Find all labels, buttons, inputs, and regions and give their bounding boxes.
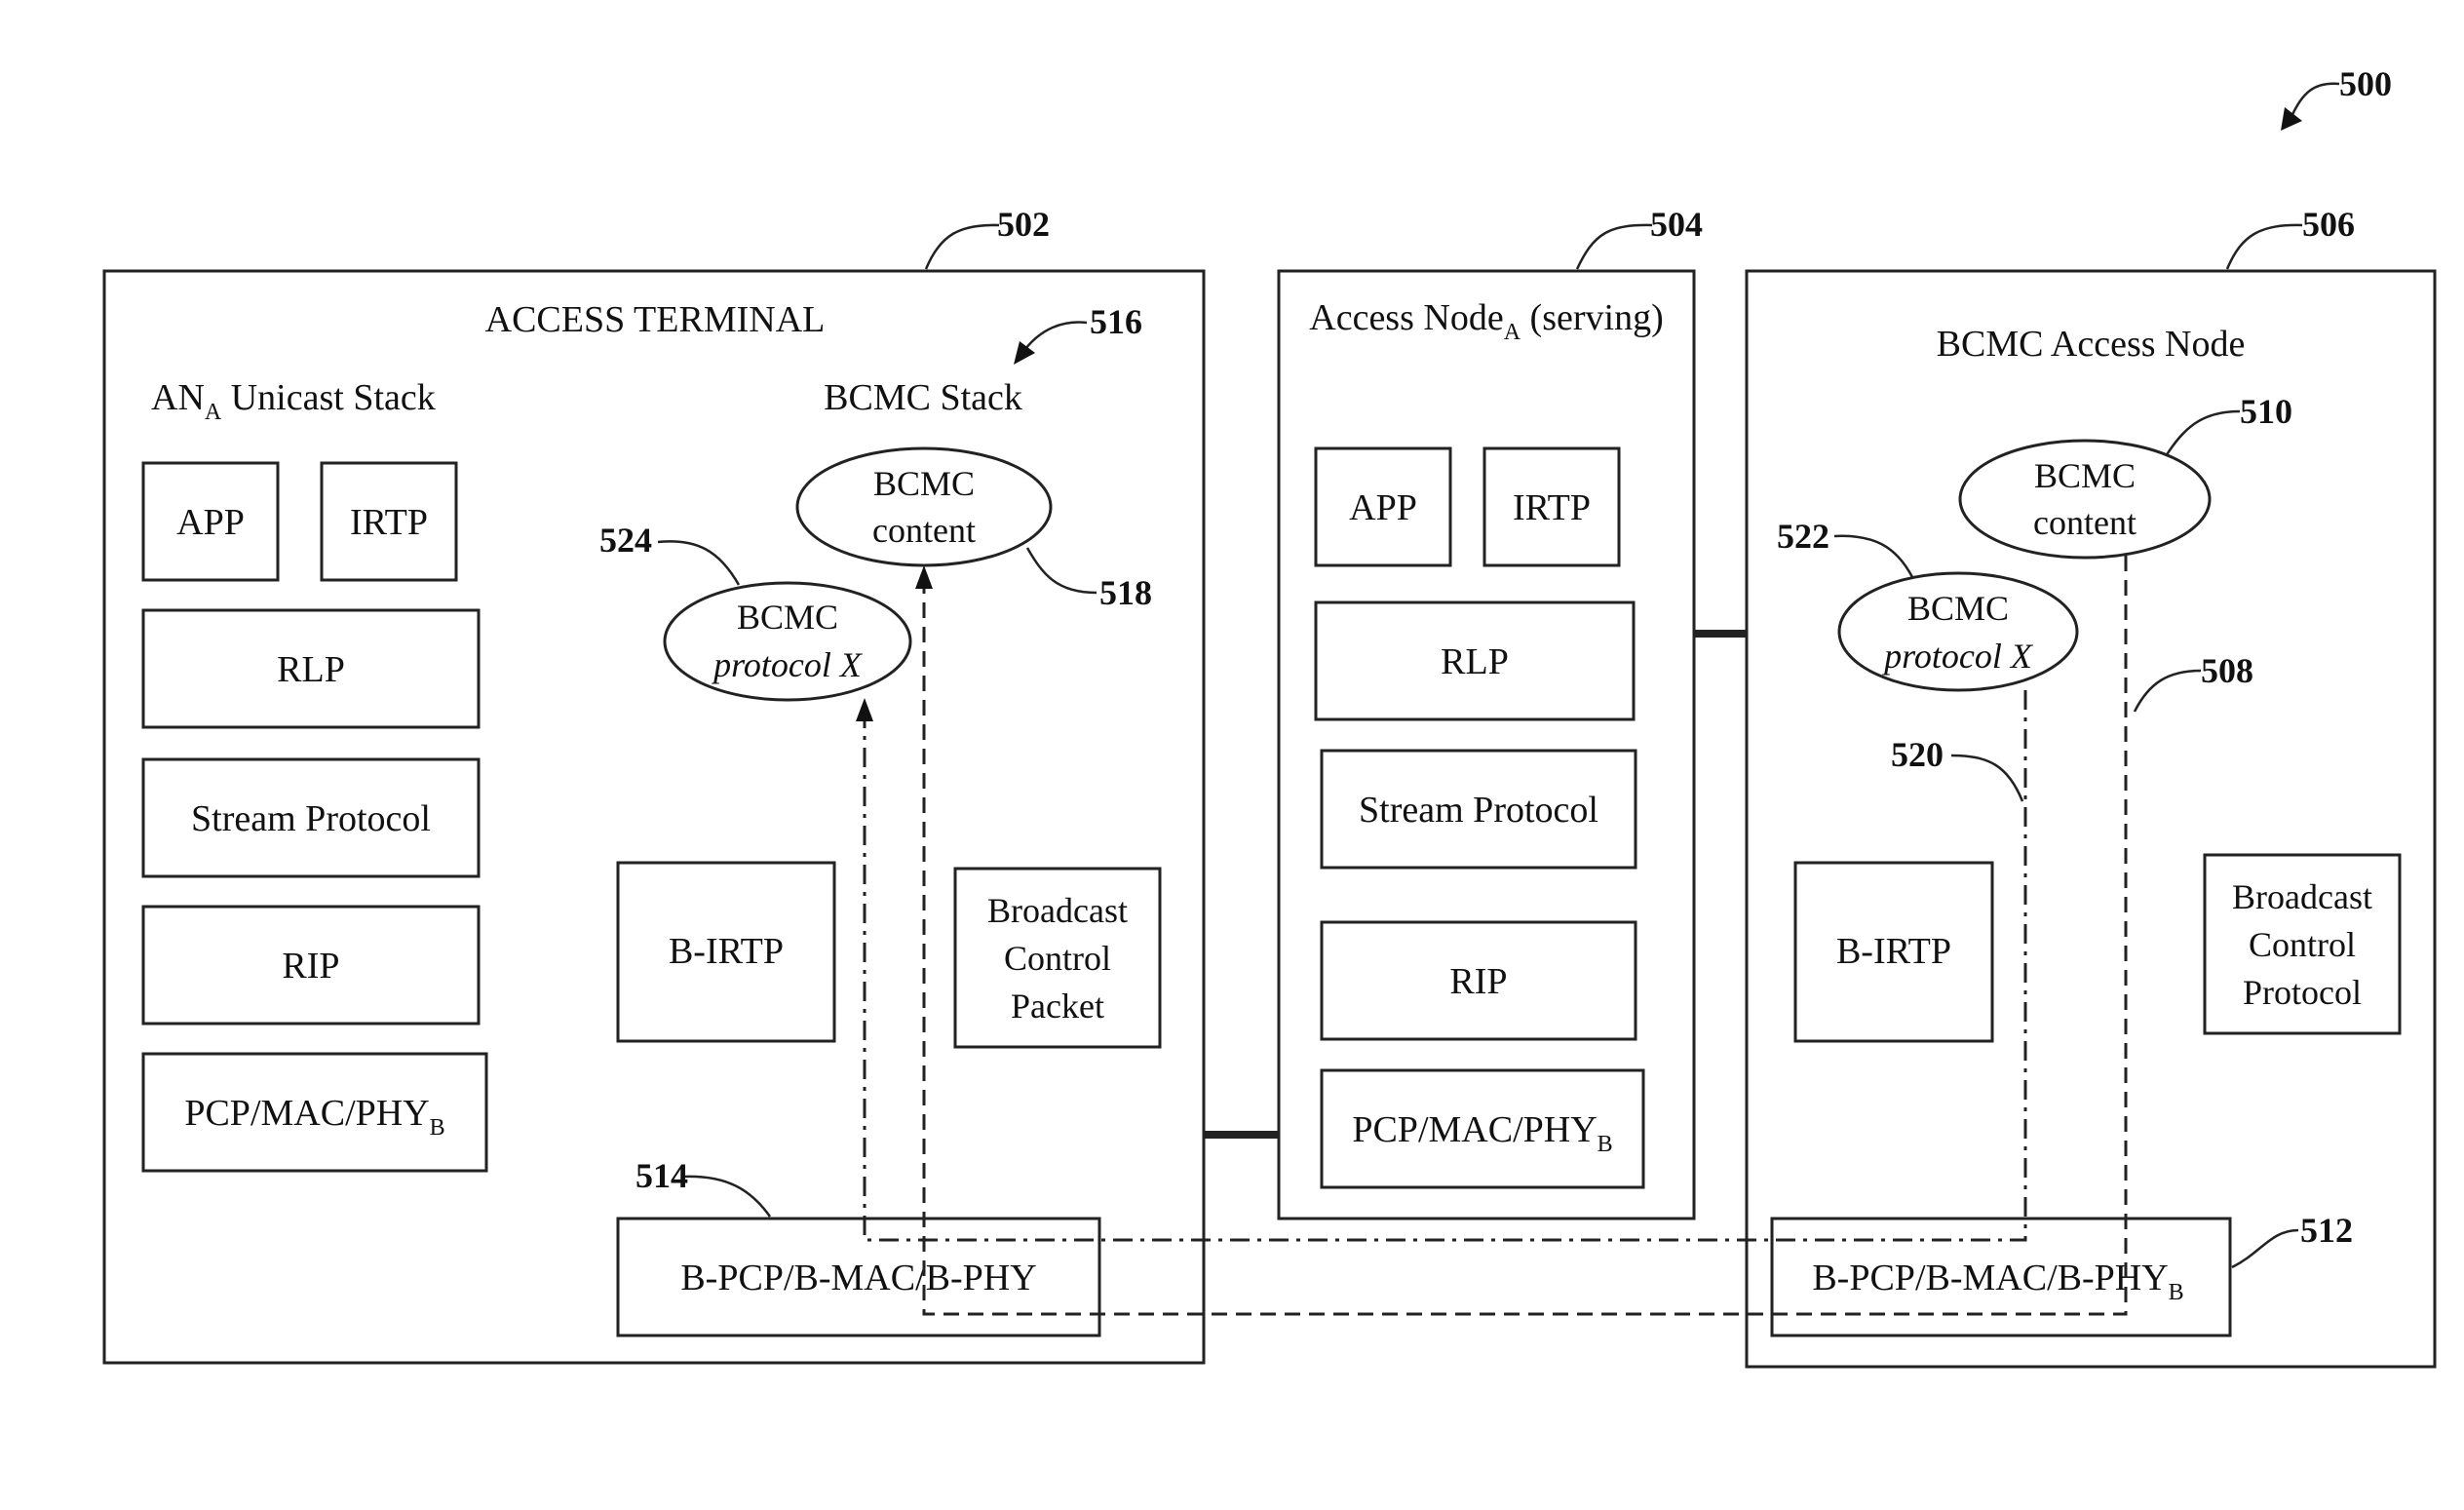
bn-bcp-line3: Protocol — [2243, 973, 2362, 1012]
access-node-a-frame — [1279, 271, 1694, 1219]
bn-bcmc-content-leader — [2166, 411, 2240, 456]
bn-bcmc-protocol-line2: protocol X — [1881, 637, 2034, 676]
bn-bcp-line1: Broadcast — [2232, 877, 2372, 916]
bn-path-520-leader — [1951, 755, 2022, 801]
bcmc-access-node-ref: 506 — [2302, 205, 2355, 244]
bn-b-pcp-label: B-PCP/B-MAC/B-PHYB — [1812, 1258, 2183, 1305]
bn-b-irtp-label: B-IRTP — [1836, 931, 1951, 972]
at-bcp-line2: Control — [1004, 939, 1111, 978]
at-b-pcp-label: B-PCP/B-MAC/B-PHY — [680, 1258, 1036, 1298]
at-rip-label: RIP — [282, 946, 339, 987]
at-b-irtp-label: B-IRTP — [669, 931, 784, 972]
bn-path-508-leader — [2135, 671, 2201, 712]
an-rlp-label: RLP — [1441, 641, 1509, 682]
bn-bcmc-content-line1: BCMC — [2034, 456, 2136, 495]
bn-bcmc-protocol-ref: 522 — [1777, 517, 1829, 556]
bcmc-access-node-leader — [2227, 225, 2302, 269]
bcmc-stack-title: BCMC Stack — [824, 377, 1022, 418]
access-node-a-leader — [1577, 225, 1652, 269]
at-bcmc-protocol-leader — [658, 541, 739, 585]
at-irtp-label: IRTP — [350, 502, 428, 543]
bn-path-520-ref: 520 — [1891, 735, 1944, 774]
bn-b-pcp-ref: 512 — [2300, 1211, 2353, 1250]
at-bcp-line3: Packet — [1011, 987, 1104, 1026]
an-irtp-label: IRTP — [1513, 487, 1591, 528]
access-node-a-panel: 504 Access NodeA (serving) APP IRTP RLP … — [1279, 205, 1703, 1219]
figure-ref-arrow — [2291, 84, 2339, 119]
an-pcp-label: PCP/MAC/PHYB — [1352, 1109, 1612, 1157]
figure-ref-arrowhead — [2281, 107, 2302, 131]
at-app-label: APP — [176, 502, 245, 543]
an-rip-label: RIP — [1449, 961, 1507, 1002]
at-pcp-label: PCP/MAC/PHYB — [184, 1093, 444, 1141]
bn-b-pcp-leader — [2232, 1230, 2298, 1267]
bcmc-stack-ref-arrowhead — [1014, 341, 1035, 365]
dashed-path-arrowhead — [915, 565, 933, 589]
access-node-a-ref: 504 — [1650, 205, 1703, 244]
figure-ref-number: 500 — [2339, 64, 2392, 103]
at-stream-protocol-label: Stream Protocol — [191, 798, 431, 839]
at-bcmc-content-line2: content — [872, 511, 976, 550]
at-bcmc-content-line1: BCMC — [873, 464, 975, 503]
at-b-pcp-leader — [682, 1177, 770, 1217]
bn-bcmc-content-line2: content — [2033, 503, 2137, 542]
bcmc-stack-ref-arrow — [1025, 322, 1087, 349]
at-bcmc-content-ref: 518 — [1099, 573, 1152, 612]
access-terminal-title: ACCESS TERMINAL — [485, 299, 826, 340]
access-node-a-title: Access NodeA (serving) — [1309, 297, 1663, 345]
at-b-pcp-ref: 514 — [635, 1156, 688, 1195]
an-app-label: APP — [1349, 487, 1417, 528]
access-terminal-ref: 502 — [997, 205, 1050, 244]
access-terminal-panel: 502 ACCESS TERMINAL ANA Unicast Stack AP… — [104, 205, 1204, 1363]
bcmc-access-node-frame — [1747, 271, 2435, 1367]
bn-bcmc-protocol-leader — [1834, 536, 1912, 577]
bn-bcmc-protocol-line1: BCMC — [1907, 589, 2009, 628]
unicast-stack-title: ANA Unicast Stack — [151, 377, 436, 425]
dashdot-path-arrowhead — [856, 698, 873, 721]
access-terminal-leader — [926, 225, 999, 269]
bn-bcmc-content-ref: 510 — [2240, 392, 2292, 431]
at-bcmc-protocol-line2: protocol X — [711, 645, 864, 684]
figure-ref-500: 500 — [2281, 64, 2392, 131]
bn-path-508-ref: 508 — [2201, 651, 2253, 690]
bcmc-access-node-panel: 506 BCMC Access Node BCMC content 510 BC… — [1747, 205, 2435, 1367]
at-rlp-label: RLP — [277, 649, 345, 690]
bn-bcp-line2: Control — [2249, 925, 2356, 964]
bcmc-access-node-title: BCMC Access Node — [1937, 324, 2246, 365]
at-bcmc-content-leader — [1027, 548, 1097, 593]
bcmc-stack-ref: 516 — [1090, 302, 1142, 341]
at-bcp-line1: Broadcast — [987, 891, 1128, 930]
at-bcmc-protocol-line1: BCMC — [737, 598, 838, 637]
an-stream-protocol-label: Stream Protocol — [1359, 790, 1598, 831]
at-bcmc-protocol-ref: 524 — [599, 521, 652, 560]
